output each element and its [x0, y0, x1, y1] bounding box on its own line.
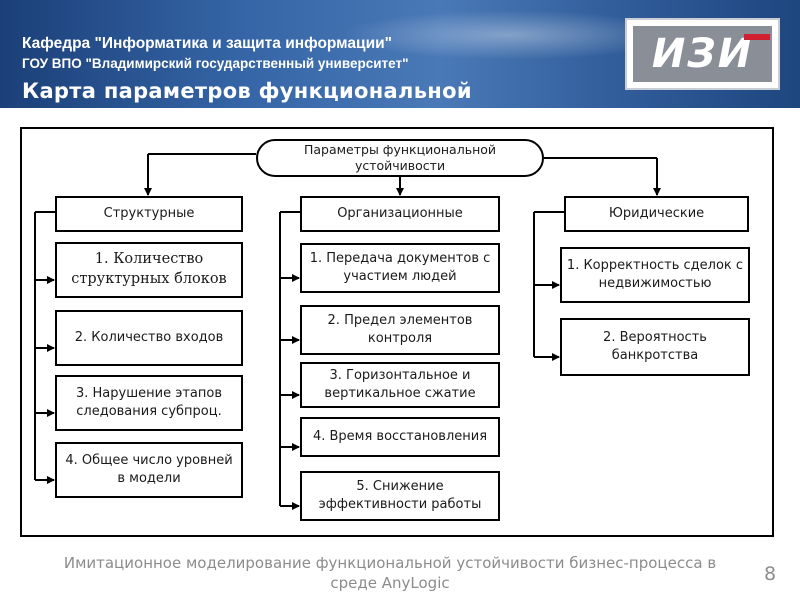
university-name: ГОУ ВПО "Владимирский государственный ун… — [22, 56, 409, 71]
slide-title: Карта параметров функциональной — [22, 79, 472, 103]
footer-text: Имитационное моделирование функционально… — [63, 554, 717, 593]
logo-stripe — [744, 34, 770, 40]
department-name: Кафедра "Информатика и защита информации… — [22, 35, 392, 52]
root-node: Параметры функциональной устойчивости — [256, 139, 544, 177]
parameter-box: 4. Время восстановления — [300, 417, 500, 457]
category-box: Структурные — [55, 196, 243, 232]
parameter-box: 1. Количество структурных блоков — [55, 242, 243, 298]
category-box: Юридические — [564, 196, 749, 232]
parameter-box: 2. Предел элементов контроля — [300, 305, 500, 355]
parameter-box: 2. Количество входов — [55, 310, 243, 366]
department-logo: ИЗИ — [625, 18, 780, 90]
header-decoration — [340, 10, 680, 60]
parameter-box: 4. Общее число уровней в модели — [55, 442, 243, 498]
parameter-box: 1. Корректность сделок с недвижимостью — [560, 247, 750, 303]
parameter-box: 3. Нарушение этапов следования субпроц. — [55, 375, 243, 431]
parameter-box: 1. Передача документов с участием людей — [300, 243, 500, 293]
category-box: Организационные — [300, 196, 500, 232]
parameter-box: 3. Горизонтальное и вертикальное сжатие — [300, 362, 500, 408]
logo-text: ИЗИ — [651, 31, 754, 77]
page-number: 8 — [764, 563, 777, 585]
parameter-box: 2. Вероятность банкротства — [560, 318, 750, 376]
slide-header: Кафедра "Информатика и защита информации… — [0, 0, 800, 108]
parameter-box: 5. Снижение эффективности работы — [300, 471, 500, 521]
